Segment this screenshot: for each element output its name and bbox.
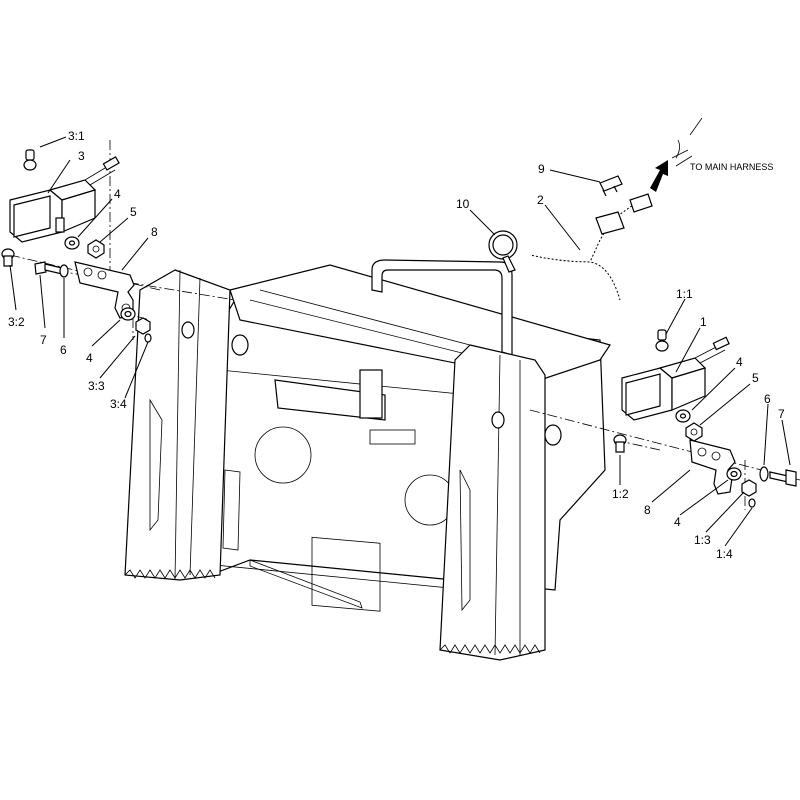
- left-cutout: [149, 398, 163, 532]
- right-pin: [544, 424, 562, 446]
- left-light-assembly: [1, 149, 152, 343]
- callout-7-left: 7: [40, 333, 47, 347]
- centerline-right-mid: [529, 409, 800, 481]
- carriage-bolt-icon: [769, 469, 797, 487]
- callout-3-2: 3:2: [8, 315, 25, 329]
- harness-plug-loop: [675, 139, 680, 159]
- mount-bracket-icon: [689, 439, 736, 495]
- left-post-edge-2: [189, 277, 201, 576]
- bolt-icon: [1, 248, 15, 267]
- callout-5-right: 5: [752, 371, 759, 385]
- right-post: [439, 344, 546, 661]
- callout-1-4: 1:4: [716, 547, 733, 561]
- fuse-icon: [599, 175, 623, 197]
- callout-3-3: 3:3: [88, 379, 105, 393]
- left-break-line: [124, 569, 216, 579]
- small-nut-icon: [144, 333, 152, 343]
- callout-8-left: 8: [151, 225, 158, 239]
- callout-10: 10: [456, 197, 470, 211]
- hex-nut-icon: [741, 479, 757, 497]
- lamp-housing-icon: [621, 336, 730, 421]
- right-break-line: [439, 644, 541, 654]
- callout-4-left: 4: [114, 187, 121, 201]
- left-bore: [254, 426, 312, 484]
- harness-plug-lines: [671, 117, 703, 167]
- washer-icon: [64, 236, 80, 250]
- deck-edge-2: [259, 289, 471, 346]
- flat-washer-icon: [759, 466, 769, 482]
- loader-frame: [124, 259, 611, 661]
- upper-slot: [369, 429, 416, 445]
- lower-slot: [311, 536, 381, 612]
- harness-label: TO MAIN HARNESS: [690, 162, 773, 172]
- top-deck: [229, 264, 611, 381]
- fuse-holder-icon: [595, 211, 625, 235]
- callout-4-right: 4: [736, 355, 743, 369]
- bracket-tab: [359, 369, 383, 419]
- callout-4-left-lower: 4: [86, 351, 93, 365]
- bulb-icon: [655, 329, 669, 352]
- left-post-edge: [174, 269, 181, 581]
- callout-9: 9: [538, 162, 545, 176]
- centerline-left-mid: [39, 267, 236, 301]
- right-post-edge: [494, 354, 501, 656]
- hex-nut-icon: [135, 317, 151, 335]
- right-pin-2: [491, 411, 505, 429]
- lock-washer-icon: [120, 307, 136, 321]
- callout-6-left: 6: [60, 343, 67, 357]
- callout-7-right: 7: [778, 407, 785, 421]
- wire-harness-assembly: [488, 117, 703, 301]
- callout-8-right: 8: [644, 503, 651, 517]
- callout-4-right-lower: 4: [674, 515, 681, 529]
- carriage-bolt-icon: [34, 261, 63, 275]
- washer-icon: [675, 409, 691, 423]
- bolt-icon: [613, 434, 627, 453]
- callout-labels: 3:1 3 4 5 8 3:2 7 6 4 3:3 3:4 9 10 2 1:1…: [8, 129, 785, 561]
- callout-2: 2: [537, 193, 544, 207]
- callout-3-4: 3:4: [110, 397, 127, 411]
- lower-rail: [249, 559, 363, 609]
- center-bracket: [274, 379, 386, 421]
- direction-arrow-icon: [650, 160, 668, 192]
- connector-icon: [629, 193, 653, 213]
- panel-cutout: [222, 469, 241, 551]
- lock-washer-icon: [726, 467, 742, 481]
- right-cutout: [459, 469, 471, 612]
- callout-1-2: 1:2: [612, 487, 629, 501]
- cable-clip-icon: [488, 230, 518, 273]
- nut-icon: [87, 239, 105, 259]
- callout-1-3: 1:3: [694, 533, 711, 547]
- callout-1-1: 1:1: [676, 287, 693, 301]
- callout-3-1: 3:1: [68, 129, 85, 143]
- flat-washer-icon: [59, 264, 69, 278]
- right-light-assembly: [613, 329, 797, 508]
- small-nut-icon: [748, 498, 756, 508]
- callout-5-left: 5: [130, 205, 137, 219]
- callout-3: 3: [78, 149, 85, 163]
- callout-6-right: 6: [764, 392, 771, 406]
- left-pin: [231, 334, 249, 356]
- bulb-icon: [23, 149, 37, 171]
- left-pin-2: [181, 321, 195, 339]
- nut-icon: [685, 422, 703, 442]
- leader-lines: [9, 136, 791, 547]
- callout-1: 1: [700, 315, 707, 329]
